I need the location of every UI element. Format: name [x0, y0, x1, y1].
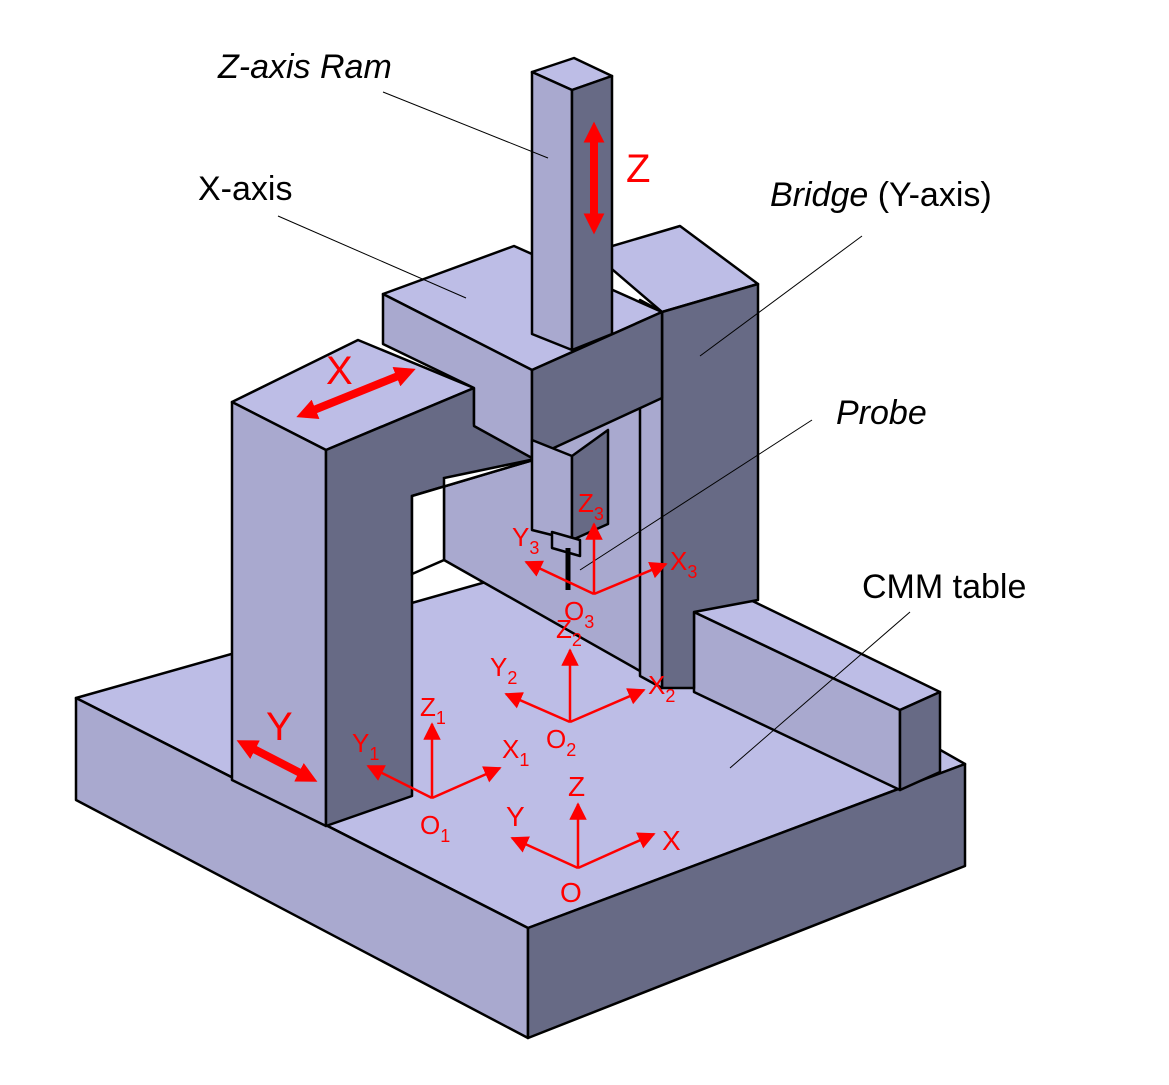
- frame-1-x-label: X1: [502, 734, 529, 770]
- table-side-rail: [692, 592, 942, 792]
- portal-opening: [410, 456, 541, 576]
- frame-2-x-label: X2: [648, 670, 675, 706]
- frame-1-z-label: Z1: [420, 692, 446, 728]
- z-motion-label: Z: [626, 147, 650, 191]
- ram-front-face: [530, 70, 574, 352]
- frame-2-z-label: Z2: [556, 614, 582, 650]
- x-motion-label: X: [326, 349, 353, 393]
- frame-2-y-label: Y2: [490, 652, 517, 688]
- frame-1-origin-label: O1: [420, 810, 450, 846]
- frame-base-y-axis: [510, 836, 579, 870]
- frame-base-x-label: X: [662, 825, 681, 856]
- x-motion-arrow: [296, 367, 416, 419]
- frame-2: X2 Y2 Z2 O2: [490, 614, 675, 760]
- label-z-axis-ram: Z-axis Ram: [217, 48, 392, 86]
- frame-base-x-axis: [577, 832, 656, 870]
- motion-arrows: Z X Y: [236, 121, 650, 782]
- ram-lower-side: [570, 428, 610, 542]
- frame-1-y-label: Y1: [352, 728, 379, 764]
- y-motion-arrow: [236, 740, 318, 782]
- frame-1: X1 Y1 Z1 O1: [352, 692, 529, 846]
- leader-table: [729, 611, 911, 769]
- frame-base: X Y Z O: [506, 771, 681, 908]
- leader-bridge: [699, 235, 863, 357]
- leader-z-ram: [382, 91, 549, 159]
- frame-base-origin-label: O: [560, 877, 582, 908]
- leader-lines: [277, 91, 911, 769]
- label-cmm-table: CMM table: [862, 568, 1026, 606]
- frame-2-origin-label: O2: [546, 724, 576, 760]
- label-bridge: Bridge (Y-axis): [770, 176, 992, 214]
- ram-lower-front: [530, 438, 574, 542]
- component-labels: Z-axis Ram X-axis Bridge (Y-axis) Probe …: [198, 48, 1026, 606]
- frame-3: X3 Y3 Z3 O3: [512, 488, 697, 632]
- frame-3-x-axis: [593, 561, 668, 596]
- frame-base-z-label: Z: [568, 771, 585, 802]
- leader-probe: [579, 419, 813, 571]
- label-x-axis: X-axis: [198, 170, 292, 208]
- frame-2-x-axis: [569, 688, 646, 724]
- frame-3-y-label: Y3: [512, 522, 539, 558]
- frame-2-y-axis: [504, 692, 571, 724]
- frame-1-x-axis: [431, 766, 502, 800]
- frame-3-origin-label: O3: [564, 596, 594, 632]
- frame-base-y-label: Y: [506, 801, 525, 832]
- frame-3-y-axis: [524, 560, 595, 596]
- leader-x-axis: [277, 215, 467, 299]
- label-probe: Probe: [836, 394, 927, 432]
- frame-1-y-axis: [366, 764, 433, 800]
- frame-3-x-label: X3: [670, 546, 697, 582]
- frame-3-z-label: Z3: [578, 488, 604, 524]
- rail-side-face: [898, 690, 942, 792]
- y-motion-label: Y: [266, 705, 293, 749]
- table-side-face: [526, 762, 967, 1040]
- carriage-side-face: [530, 310, 664, 460]
- probe-head: [550, 530, 582, 558]
- cmm-table-base: [74, 550, 967, 1040]
